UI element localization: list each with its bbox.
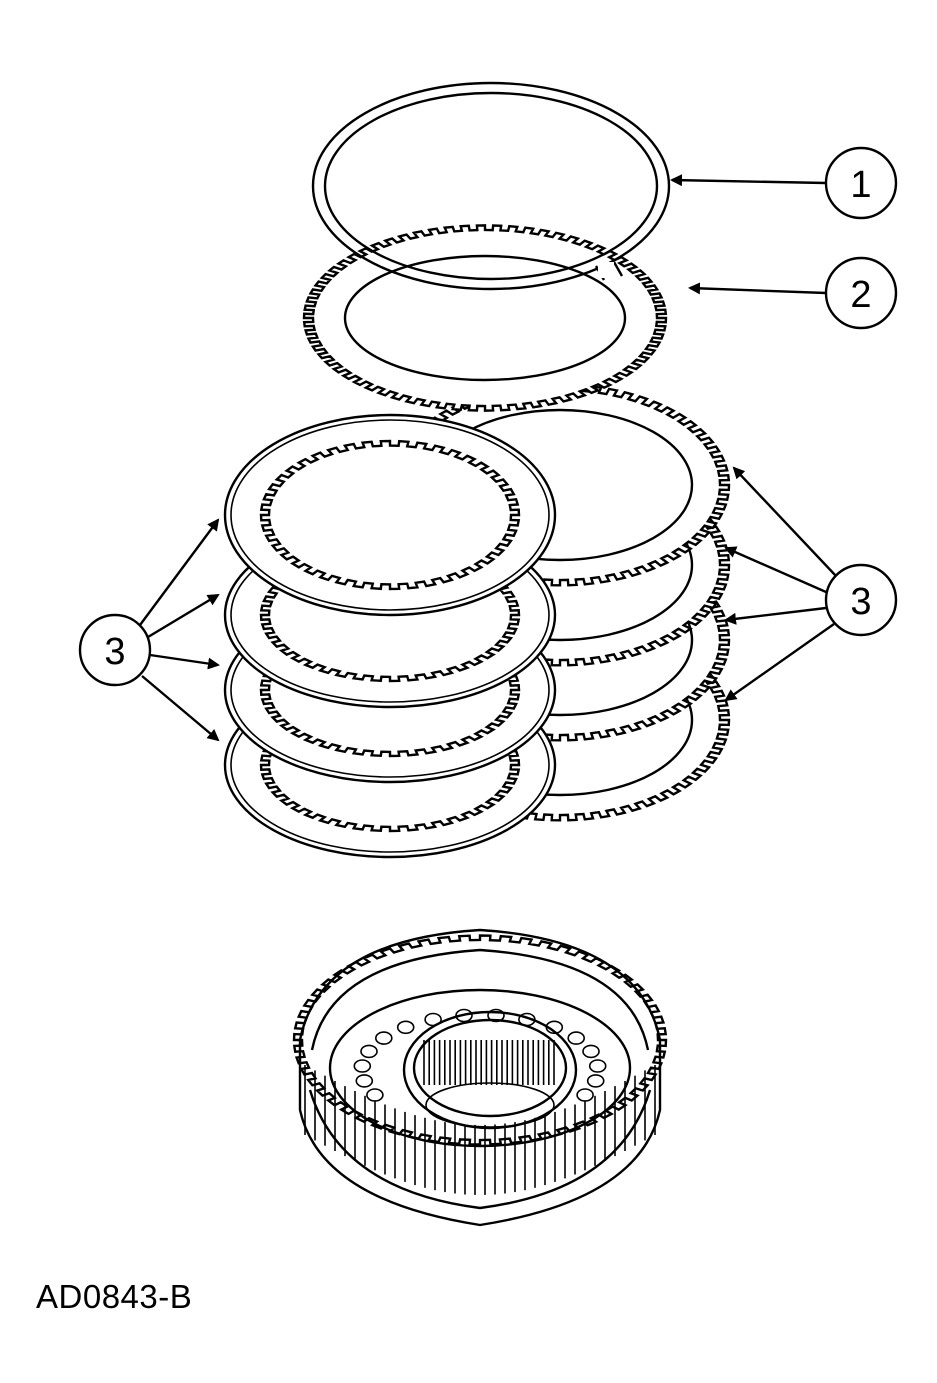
callout-3-right-label: 3 <box>850 581 871 623</box>
callout-3-right: 3 <box>724 466 898 702</box>
clutch-hub <box>292 928 668 1227</box>
hub-hole <box>487 1008 505 1023</box>
left-plate-stack <box>223 413 557 859</box>
hub-hole <box>355 1074 374 1088</box>
hub-hole <box>582 1044 600 1059</box>
callout-2: 2 <box>688 256 898 330</box>
callout-2-label: 2 <box>850 274 871 316</box>
figure-id-label: AD0843-B <box>36 1278 193 1315</box>
hub-hole <box>360 1044 378 1059</box>
hub-hole <box>588 1059 607 1073</box>
hub-hole <box>396 1020 415 1035</box>
hub-hole <box>576 1088 594 1102</box>
pressure-plate <box>302 224 668 412</box>
callout-3-left-label: 3 <box>104 631 125 673</box>
snap-ring <box>311 81 671 291</box>
hub-hole <box>353 1059 372 1073</box>
friction-plate-inner-teeth <box>259 439 521 591</box>
hub-hole <box>455 1008 473 1023</box>
hub-hole <box>518 1012 536 1027</box>
callout-3-left: 3 <box>78 518 220 742</box>
hub-hole <box>424 1012 442 1027</box>
hub-hole <box>545 1020 564 1035</box>
hub-hole <box>374 1031 393 1045</box>
callout-1: 1 <box>670 146 898 220</box>
hub-hole <box>567 1031 586 1045</box>
hub-hole <box>586 1074 605 1088</box>
callout-1-label: 1 <box>850 164 871 206</box>
hub-hole <box>366 1088 384 1102</box>
